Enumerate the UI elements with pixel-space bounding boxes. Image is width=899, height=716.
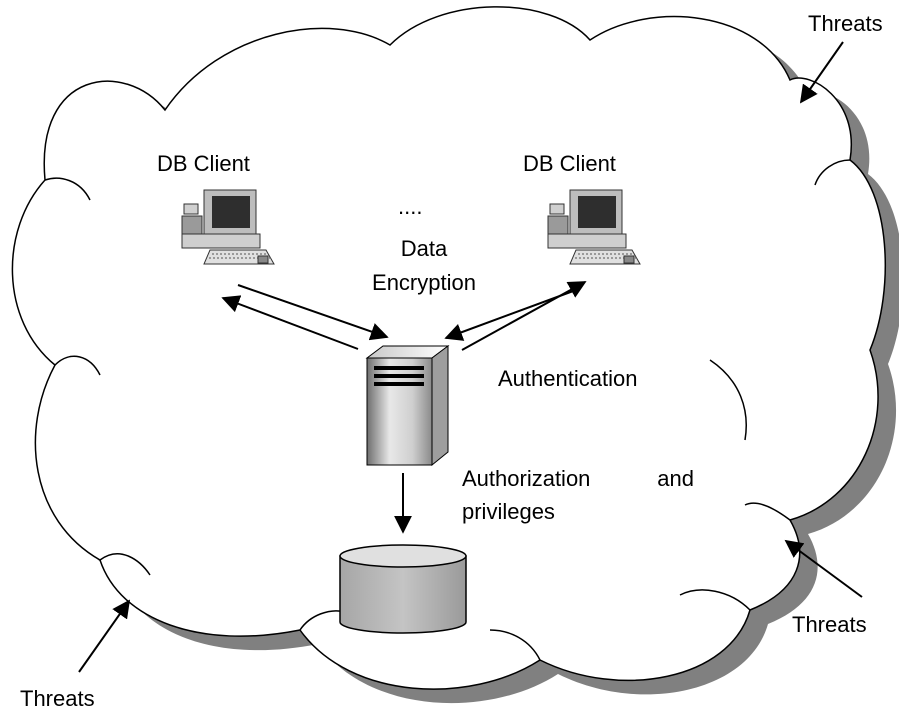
data-encryption-line2: Encryption [372, 270, 476, 295]
ellipsis-label: .... [398, 194, 423, 219]
threat-arrow-bottom-right [784, 539, 863, 598]
authorization-line1: Authorization and [462, 468, 694, 490]
threat-arrow-bottom-left [78, 599, 131, 673]
desktop-computer-icon [547, 189, 641, 265]
threats-top-right-label: Threats [808, 11, 883, 36]
cloud-inner-arcs [44, 159, 851, 661]
threats-bottom-right-label: Threats [792, 612, 867, 637]
threats-bottom-left-label: Threats [20, 686, 95, 711]
arrow-left-client-down [237, 284, 389, 341]
authorization-privileges-label: Authorization and privileges [462, 468, 694, 523]
authentication-label: Authentication [498, 366, 638, 391]
data-encryption-label: Data Encryption [354, 232, 494, 300]
db-client-right-label: DB Client [523, 151, 616, 176]
database-cylinder-icon [339, 544, 467, 634]
db-client-left-label: DB Client [157, 151, 250, 176]
client-server-arrows [221, 281, 587, 534]
arrow-right-client-up [461, 281, 587, 351]
authorization-line2: privileges [462, 499, 555, 524]
threat-arrow-top-right [799, 41, 844, 104]
authorization-word: Authorization [462, 466, 591, 491]
data-encryption-line1: Data [400, 236, 448, 261]
network-cloud [11, 6, 887, 690]
authorization-and: and [657, 466, 694, 491]
desktop-computer-icon [181, 189, 275, 265]
arrow-left-client-up [221, 295, 359, 350]
threat-arrows [78, 41, 863, 673]
server-tower-icon [365, 345, 450, 467]
